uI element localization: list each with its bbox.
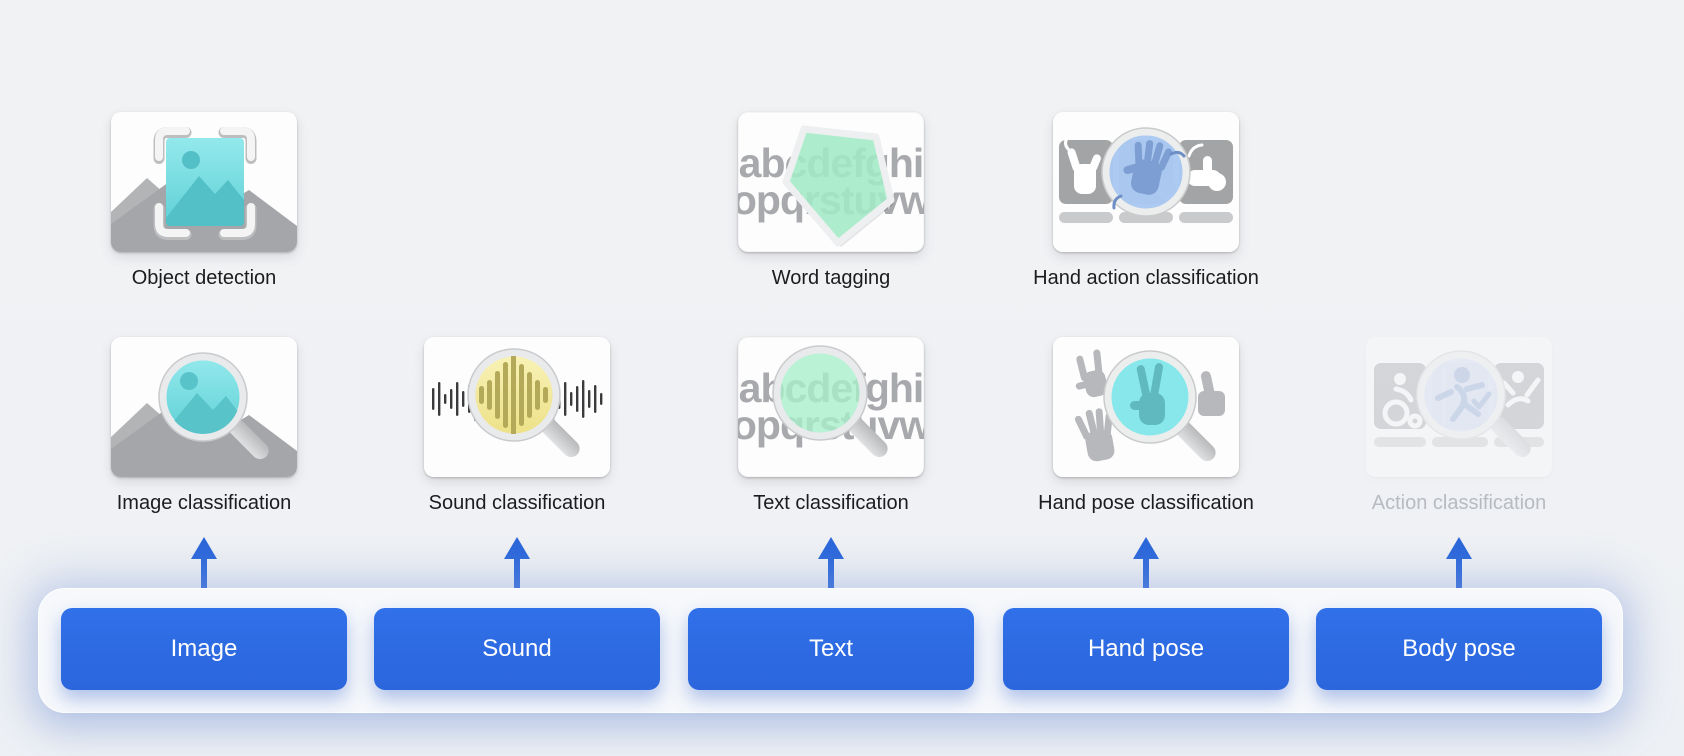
template-hand-action-classification[interactable]: Hand action classification bbox=[1033, 112, 1259, 289]
hand-pose-classification-icon bbox=[1053, 337, 1239, 477]
arrow-up-icon-text bbox=[818, 537, 844, 609]
arrow-up-icon-sound bbox=[504, 537, 530, 609]
arrow-up-icon-image bbox=[191, 537, 217, 609]
template-hand-pose-classification[interactable]: Hand pose classification bbox=[1038, 337, 1254, 514]
image-classification-icon bbox=[111, 337, 297, 477]
input-image-button[interactable]: Image bbox=[61, 608, 347, 690]
template-label: Hand action classification bbox=[1033, 267, 1259, 289]
object-detection-icon bbox=[111, 112, 297, 252]
template-label: Action classification bbox=[1371, 492, 1547, 514]
template-word-tagging[interactable]: abcdefghi opqrstuvw Word tagging bbox=[738, 112, 924, 289]
template-label: Sound classification bbox=[428, 492, 606, 514]
template-label: Image classification bbox=[116, 492, 292, 514]
template-label: Word tagging bbox=[771, 267, 891, 289]
input-hand-pose-button[interactable]: Hand pose bbox=[1003, 608, 1289, 690]
template-label: Object detection bbox=[131, 267, 277, 289]
template-label: Text classification bbox=[753, 492, 909, 514]
template-sound-classification[interactable]: Sound classification bbox=[424, 337, 610, 514]
arrow-up-icon-hand-pose bbox=[1133, 537, 1159, 609]
template-image-classification[interactable]: Image classification bbox=[111, 337, 297, 514]
text-classification-icon bbox=[772, 345, 888, 458]
sound-classification-icon bbox=[424, 337, 610, 477]
template-text-classification[interactable]: abcdefghi opqrstuvw Text classification bbox=[738, 337, 924, 514]
input-sound-button[interactable]: Sound bbox=[374, 608, 660, 690]
action-classification-icon bbox=[1366, 337, 1552, 477]
tag-icon bbox=[782, 125, 895, 247]
input-body-pose-button[interactable]: Body pose bbox=[1316, 608, 1602, 690]
input-text-button[interactable]: Text bbox=[688, 608, 974, 690]
template-label: Hand pose classification bbox=[1038, 492, 1254, 514]
template-object-detection[interactable]: Object detection bbox=[111, 112, 297, 289]
template-action-classification: Action classification bbox=[1366, 337, 1552, 514]
hand-action-classification-icon bbox=[1053, 112, 1239, 252]
arrow-up-icon-body-pose bbox=[1446, 537, 1472, 609]
